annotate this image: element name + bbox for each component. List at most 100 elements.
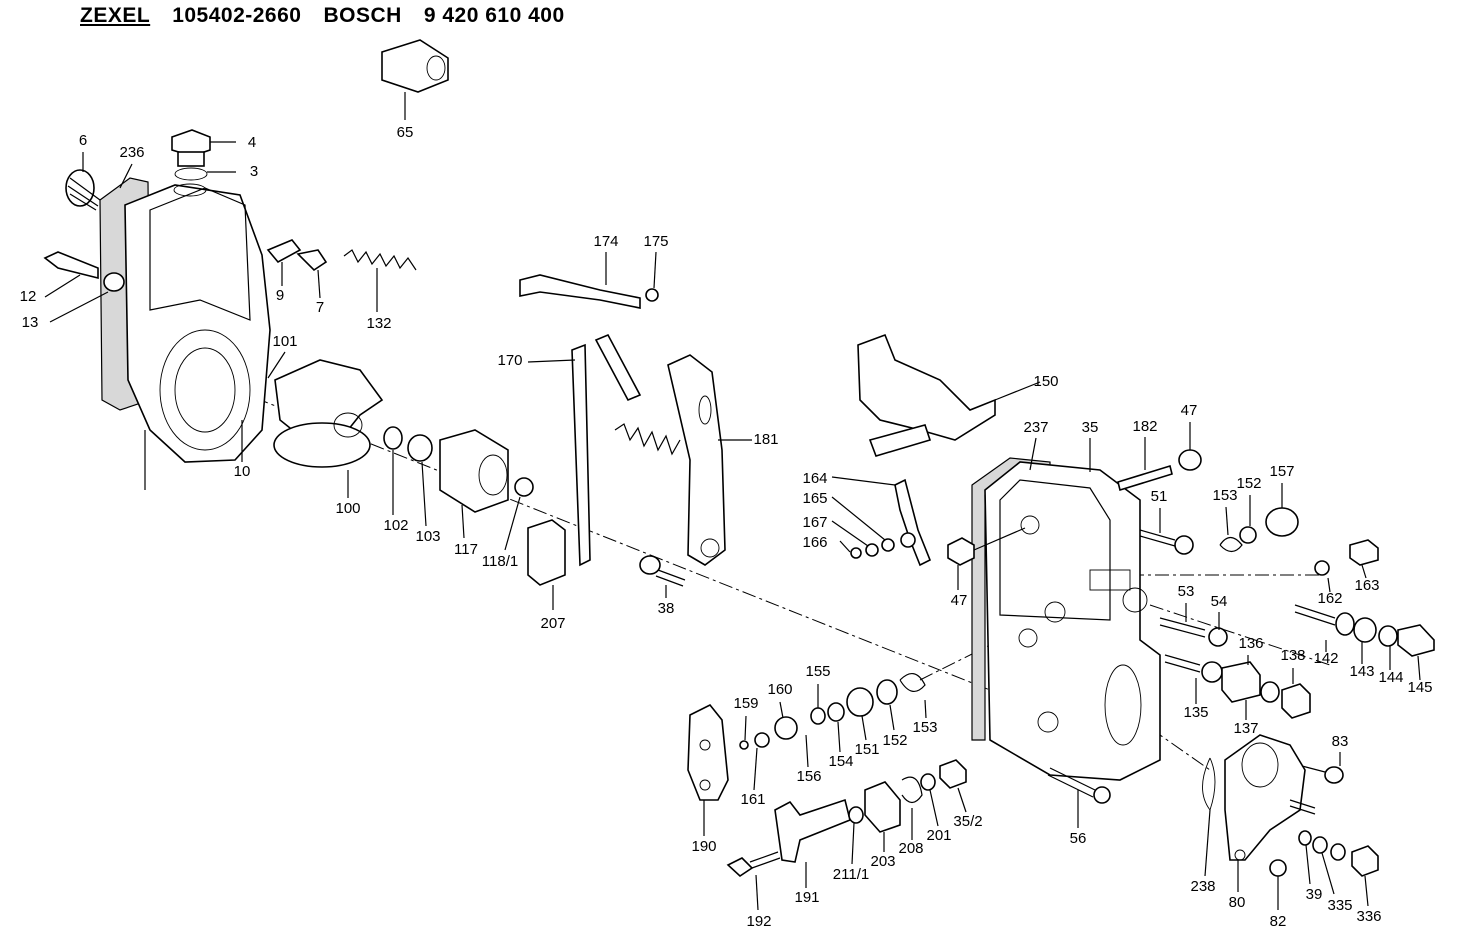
- part-label-47: 47: [1181, 402, 1198, 419]
- part-47-bolt-left: [947, 527, 1026, 590]
- header-brand-bosch: BOSCH: [323, 4, 402, 27]
- part-label-135: 135: [1183, 704, 1208, 721]
- part-label-170: 170: [497, 352, 522, 369]
- part-170-lever: [527, 333, 681, 567]
- part-label-144: 144: [1378, 669, 1403, 686]
- diagram-header: ZEXEL 105402-2660 BOSCH 9 420 610 400: [80, 4, 587, 28]
- part-label-100: 100: [335, 500, 360, 517]
- part-label-208: 208: [898, 840, 923, 857]
- part-label-182: 182: [1132, 418, 1157, 435]
- part-label-103: 103: [415, 528, 440, 545]
- part-label-154: 154: [828, 753, 853, 770]
- part-label-150: 150: [1033, 373, 1058, 390]
- part-label-47: 47: [951, 592, 968, 609]
- part-47-bolt-top: [1178, 422, 1202, 471]
- part-label-118-1: 118/1: [482, 553, 518, 570]
- part-132-spring: [343, 249, 417, 312]
- header-bosch-number: 9 420 610 400: [423, 4, 565, 27]
- part-label-336: 336: [1356, 908, 1381, 925]
- part-label-10: 10: [234, 463, 251, 480]
- part-label-6: 6: [79, 132, 87, 149]
- part-label-163: 163: [1354, 577, 1379, 594]
- leader-236: [119, 163, 133, 189]
- parts-201-211: [848, 759, 967, 865]
- part-label-153: 153: [1212, 487, 1237, 504]
- part-label-117: 117: [454, 541, 478, 558]
- part-38-bolt: [639, 555, 686, 598]
- part-label-152: 152: [882, 732, 907, 749]
- part-label-159: 159: [733, 695, 758, 712]
- leader-101: [267, 351, 286, 379]
- part-label-7: 7: [316, 299, 324, 316]
- parts-135-138: [1164, 654, 1311, 720]
- part-label-236: 236: [119, 144, 144, 161]
- part-label-181: 181: [753, 431, 778, 448]
- part-label-167: 167: [802, 514, 827, 531]
- header-zexel-number: 105402-2660: [172, 4, 302, 27]
- part-label-238: 238: [1190, 878, 1215, 895]
- header-brand-zexel: ZEXEL: [80, 4, 151, 27]
- part-label-142: 142: [1313, 650, 1338, 667]
- part-100-flyweight: [273, 359, 384, 498]
- part-9-bracket: [266, 239, 328, 299]
- part-label-38: 38: [658, 600, 675, 617]
- parts-162-163: [1314, 539, 1379, 593]
- part-label-82: 82: [1270, 913, 1287, 930]
- part-label-39: 39: [1306, 886, 1323, 903]
- part-label-3: 3: [250, 163, 258, 180]
- part-label-56: 56: [1070, 830, 1087, 847]
- part-56-screw: [1047, 767, 1111, 828]
- part-label-335: 335: [1327, 897, 1352, 914]
- part-label-155: 155: [805, 663, 830, 680]
- part-53-screw: [1159, 603, 1228, 647]
- part-label-174: 174: [593, 233, 618, 250]
- part-192-screw: [726, 851, 781, 911]
- part-label-137: 137: [1233, 720, 1258, 737]
- parts-153-157: [1219, 483, 1299, 553]
- part-150-shaft-lever: [857, 333, 1041, 457]
- part-65-sleeve: [381, 39, 449, 120]
- part-label-102: 102: [383, 517, 408, 534]
- parts-151-160-stack: [739, 673, 927, 791]
- part-6-screw: [65, 152, 101, 211]
- governor-housing-left: [99, 177, 271, 490]
- part-label-65: 65: [397, 124, 414, 141]
- part-51-screw: [1139, 508, 1194, 555]
- parts-164-167: [831, 476, 932, 567]
- part-label-51: 51: [1151, 488, 1168, 505]
- part-label-35-2: 35/2: [953, 813, 982, 830]
- part-80-cover: [1202, 734, 1379, 910]
- part-label-156: 156: [796, 768, 821, 785]
- part-label-161: 161: [740, 791, 765, 808]
- part-label-9: 9: [276, 287, 284, 304]
- part-label-12: 12: [20, 288, 37, 305]
- part-label-160: 160: [767, 681, 792, 698]
- part-label-164: 164: [802, 470, 827, 487]
- part-label-53: 53: [1178, 583, 1195, 600]
- part-label-203: 203: [870, 853, 895, 870]
- part-label-101: 101: [272, 333, 297, 350]
- part-label-136: 136: [1238, 635, 1263, 652]
- governor-sleeve-parts: [383, 426, 534, 551]
- part-label-35: 35: [1082, 419, 1099, 436]
- part-174-bracket: [519, 251, 659, 309]
- part-label-151: 151: [854, 741, 879, 758]
- part-label-138: 138: [1280, 647, 1305, 664]
- part-label-211-1: 211/1: [833, 866, 869, 883]
- part-label-83: 83: [1332, 733, 1349, 750]
- part-label-145: 145: [1407, 679, 1432, 696]
- parts-142-145: [1294, 604, 1435, 681]
- part-207-block: [527, 519, 566, 610]
- part-4-plug: [171, 129, 236, 181]
- part-181-lever: [667, 354, 752, 566]
- part-35-main-housing: [971, 437, 1161, 781]
- part-label-157: 157: [1269, 463, 1294, 480]
- part-label-132: 132: [366, 315, 391, 332]
- part-label-166: 166: [802, 534, 827, 551]
- part-label-237: 237: [1023, 419, 1048, 436]
- part-label-175: 175: [643, 233, 668, 250]
- part-label-165: 165: [802, 490, 827, 507]
- part-label-54: 54: [1211, 593, 1228, 610]
